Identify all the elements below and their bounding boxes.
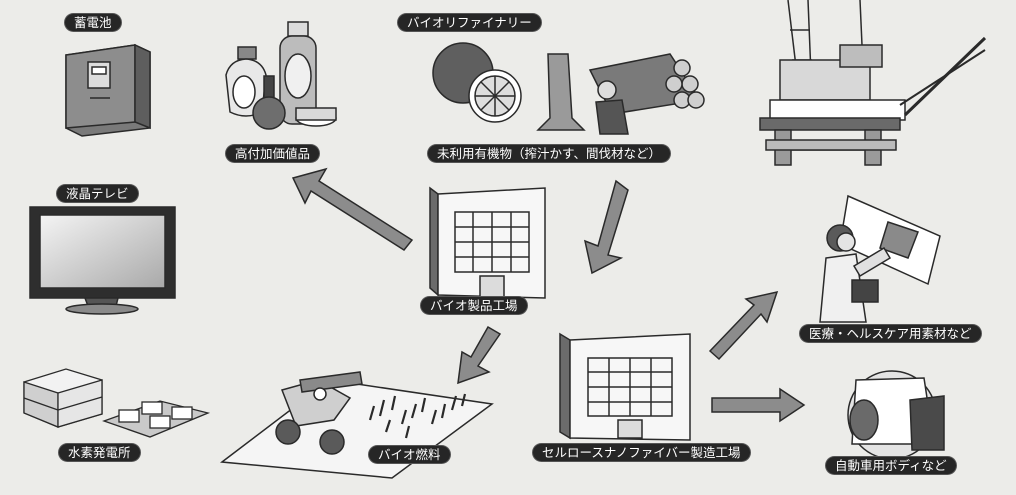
cosmetics-icon [225,21,337,130]
label-car-body: 自動車用ボディなど [826,457,956,474]
arrow-factory-to-biofuel [457,325,502,385]
label-unused-biomass: 未利用有機物（搾汁かす、間伐材など） [428,145,671,162]
label-bio-factory: バイオ製品工場 [421,297,527,314]
arrow-biomass-to-factory [583,179,629,275]
arrow-to-medical [708,290,779,361]
label-biorefinery: バイオリファイナリー [398,14,541,31]
arrow-to-car [711,387,806,423]
battery-icon [65,43,151,137]
label-lcd-tv: 液晶テレビ [57,185,138,202]
medical-icon [819,194,941,323]
arrow-to-high-value [291,167,414,251]
label-medical-materials: 医療・ヘルスケア用素材など [800,325,981,342]
biofuel-field-icon [220,371,494,479]
car-body-icon [847,370,945,460]
bio-factory-icon [429,186,546,299]
label-biofuel: バイオ燃料 [369,446,450,463]
label-hydrogen-plant: 水素発電所 [59,444,140,461]
label-high-value-products: 高付加価値品 [226,145,320,162]
offshore-platform-icon [759,0,987,166]
label-cnf-factory: セルロースナノファイバー製造工場 [533,444,750,461]
hydrogen-plant-icon [23,368,211,438]
cnf-factory-icon [559,332,691,441]
flow-arrows [291,167,806,423]
label-battery: 蓄電池 [65,14,121,31]
unused-biomass-icon [432,42,705,135]
lcd-tv-icon [29,206,176,315]
